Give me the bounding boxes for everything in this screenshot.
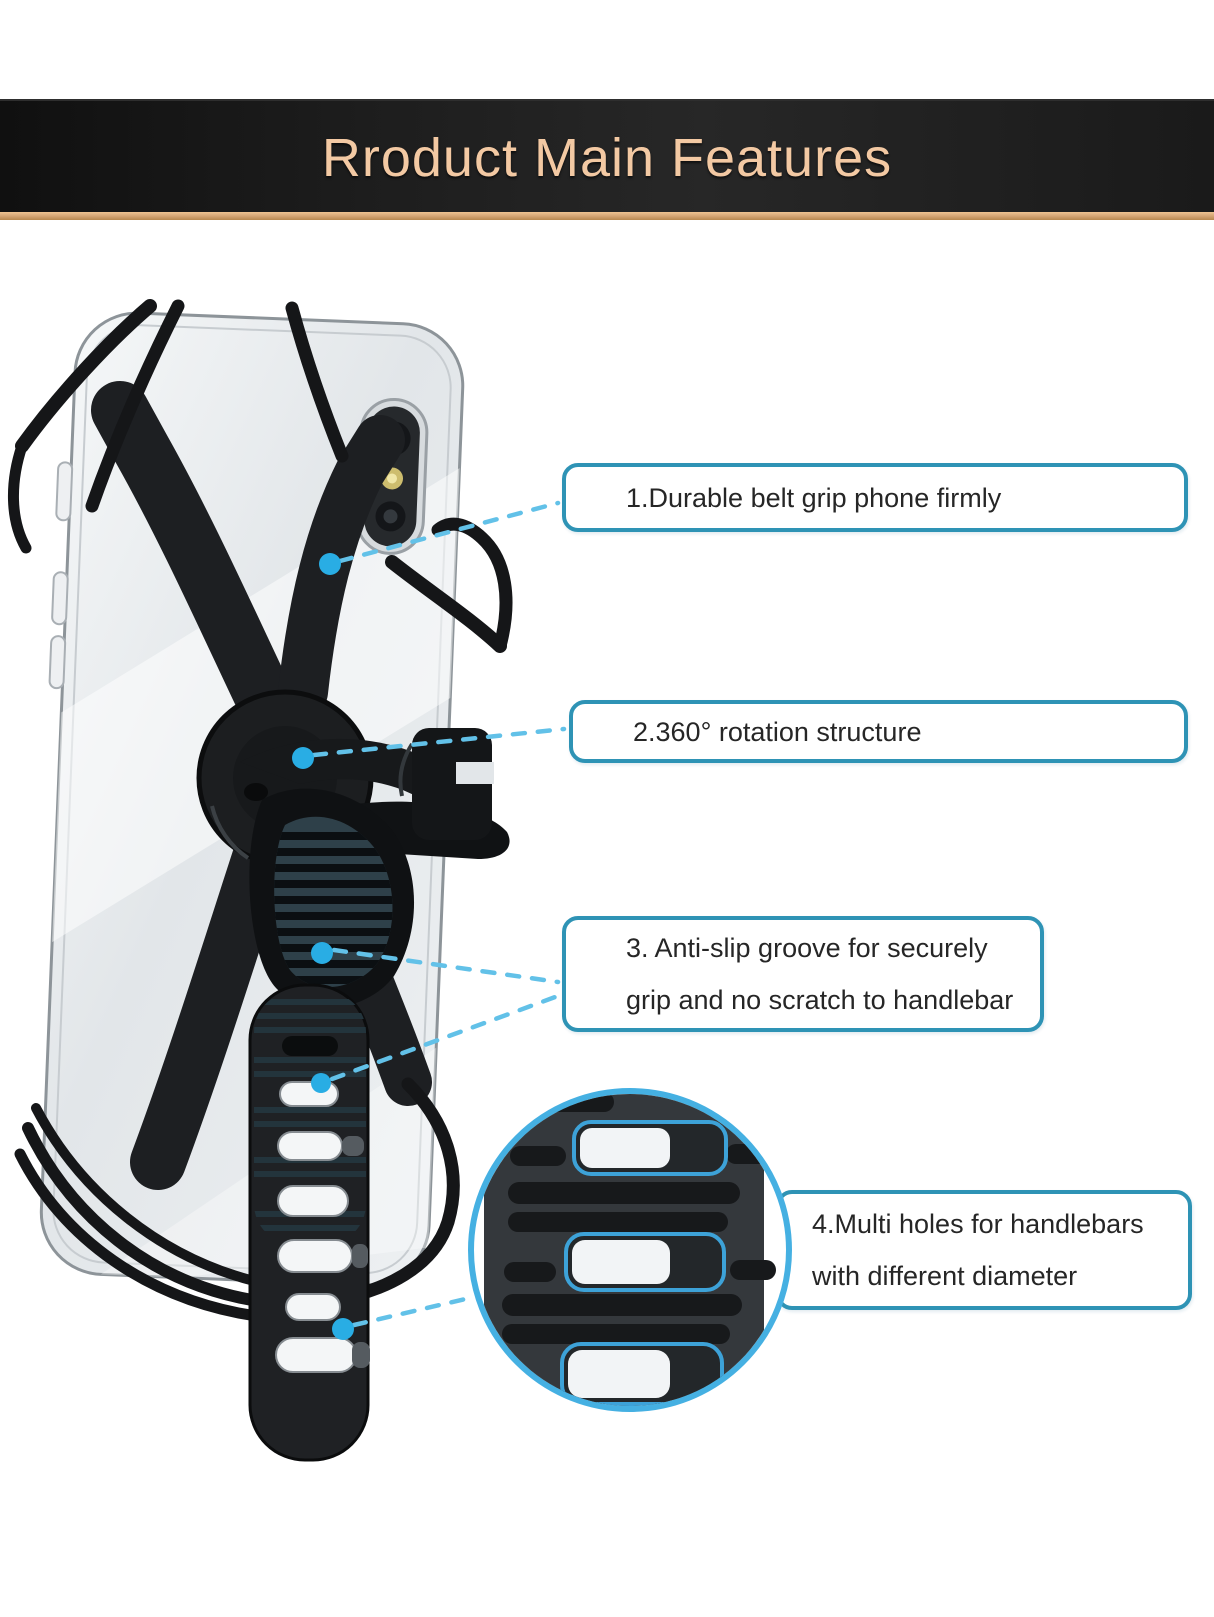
callout-box-multi-holes: 4.Multi holes for handlebars with differ…	[776, 1190, 1192, 1310]
phone-volume-button	[51, 571, 69, 626]
callout-box-anti-slip: 3. Anti-slip groove for securely grip an…	[562, 916, 1044, 1032]
phone-volume-button	[48, 635, 67, 690]
callout-text: 1.Durable belt grip phone firmly	[626, 482, 1002, 513]
phone-side-button	[55, 461, 74, 522]
magnifier-circle-inset	[468, 1088, 792, 1412]
magnified-strap-detail	[484, 1094, 776, 1406]
callout-text: with different diameter	[812, 1261, 1078, 1291]
callout-text: grip and no scratch to handlebar	[626, 985, 1014, 1015]
strap-hole-slot	[560, 1120, 728, 1406]
multi-hole-strap	[248, 983, 370, 1462]
page-title: Rroduct Main Features	[321, 127, 893, 188]
header-banner: Rroduct Main Features	[0, 99, 1214, 214]
callout-text: 2.360° rotation structure	[633, 716, 922, 747]
callout-box-durable-belt: 1.Durable belt grip phone firmly	[562, 463, 1188, 532]
callout-text: 4.Multi holes for handlebars	[812, 1209, 1144, 1239]
callout-text: 3. Anti-slip groove for securely	[626, 933, 988, 963]
callout-box-rotation: 2.360° rotation structure	[569, 700, 1188, 763]
header-accent-bar	[0, 212, 1214, 220]
